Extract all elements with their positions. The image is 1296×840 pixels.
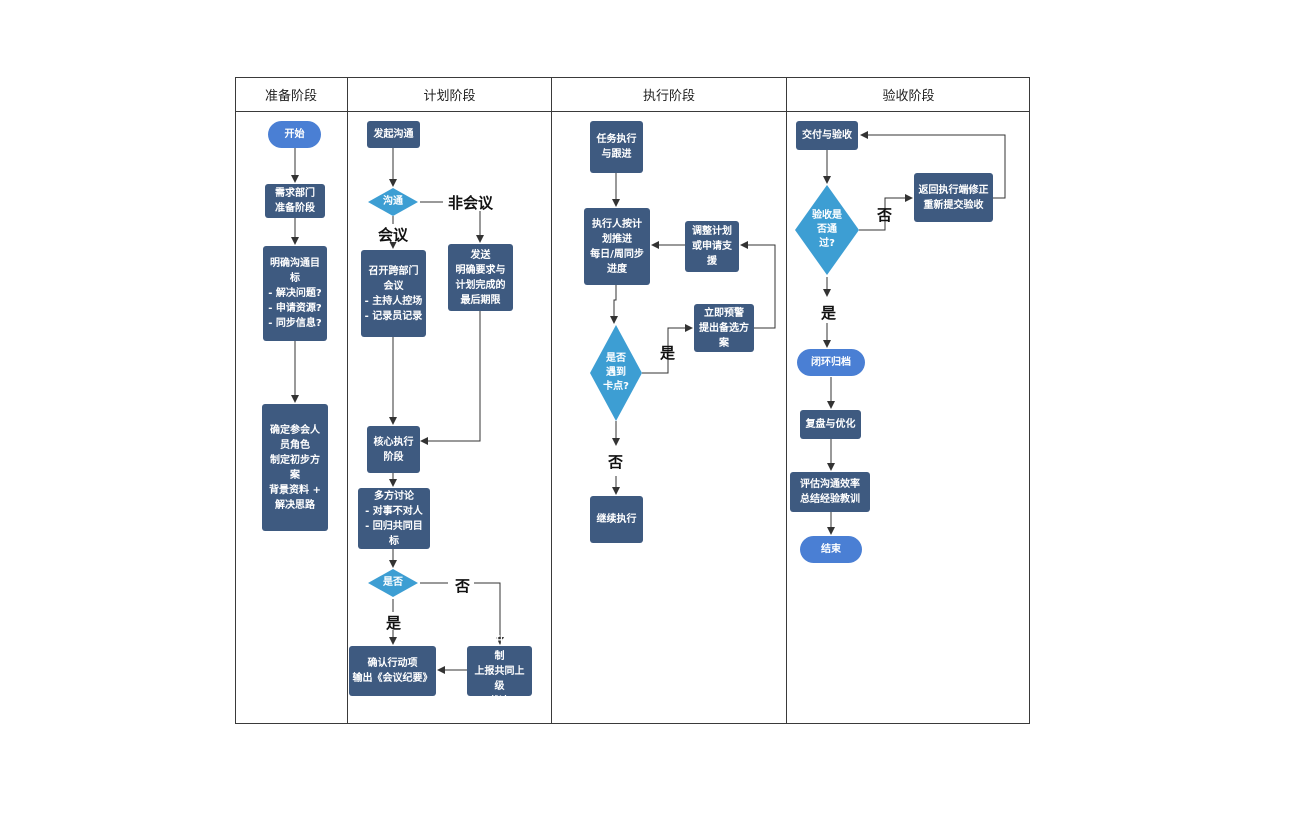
confirm-action-node: 确认行动项 输出《会议纪要》 [349, 646, 436, 696]
channel-decision-label: 沟通 [383, 196, 403, 207]
accept-decision-label: 验收是 否通 过? [812, 210, 842, 249]
review-node: 复盘与优化 [800, 410, 861, 439]
lane-header-prepare: 准备阶段 [264, 88, 317, 104]
edge-label-non-meeting: 非会议 [448, 194, 494, 212]
task-follow-node: 任务执行 与跟进 [590, 121, 643, 173]
evaluate-node: 评估沟通效率 总结经验教训 [790, 472, 870, 512]
demand-prep-node: 需求部门 准备阶段 [265, 184, 325, 218]
decision-is-ok [368, 569, 418, 597]
core-exec-node: 核心执行 阶段 [367, 426, 420, 473]
meeting-node: 召开跨部门 会议 - 主持人控场 - 记录员记录 [361, 250, 426, 337]
start-node: 开始 [268, 121, 321, 148]
deliver-node: 交付与验收 [796, 121, 858, 150]
edge-label-no-return: 否 [877, 206, 893, 224]
decision-accept [795, 185, 859, 275]
blocked-decision-label: 是否 遇到 卡点? [603, 353, 629, 392]
swimlane-frame [235, 77, 1030, 724]
escalate-node: 启动升级机制 上报共同上级 裁决 [467, 636, 532, 707]
return-fix-node: 返回执行端修正 重新提交验收 [914, 173, 993, 222]
lane-header-plan: 计划阶段 [423, 88, 476, 104]
send-node: 发送 明确要求与 计划完成的 最后期限 [448, 244, 513, 311]
edge-label-yes-warn: 是 [660, 344, 676, 362]
edge-label-meeting: 会议 [378, 226, 409, 244]
lane-divider-2 [551, 77, 552, 724]
header-divider [235, 111, 1030, 112]
warn-node: 立即预警 提出备选方 案 [694, 304, 754, 352]
archive-node: 闭环归档 [797, 349, 865, 376]
lane-divider-3 [786, 77, 787, 724]
continue-node: 继续执行 [590, 496, 643, 543]
lane-divider-1 [347, 77, 348, 724]
exec-plan-node: 执行人按计 划推进 每日/周同步 进度 [584, 208, 650, 285]
clarify-goal-node: 明确沟通目 标 - 解决问题? - 申请资源? - 同步信息? [263, 246, 327, 341]
edge-label-no-escalate: 否 [455, 577, 471, 595]
decision-channel [368, 188, 418, 216]
edge-label-yes-archive: 是 [821, 304, 837, 322]
confirm-people-node: 确定参会人 员角色 制定初步方 案 背景资料 + 解决思路 [262, 404, 328, 531]
discussion-node: 多方讨论 - 对事不对人 - 回归共同目标 [358, 488, 430, 549]
end-node: 结束 [800, 536, 862, 563]
initiate-node: 发起沟通 [367, 121, 420, 148]
edge-label-no-continue: 否 [608, 453, 624, 471]
is-ok-decision-label: 是否 [383, 577, 403, 588]
lane-header-execute: 执行阶段 [642, 88, 695, 104]
edge-label-yes-confirm: 是 [386, 614, 402, 632]
adjust-node: 调整计划 或申请支 援 [685, 221, 739, 272]
lane-header-acceptance: 验收阶段 [882, 88, 935, 104]
decision-blocked [590, 325, 642, 421]
